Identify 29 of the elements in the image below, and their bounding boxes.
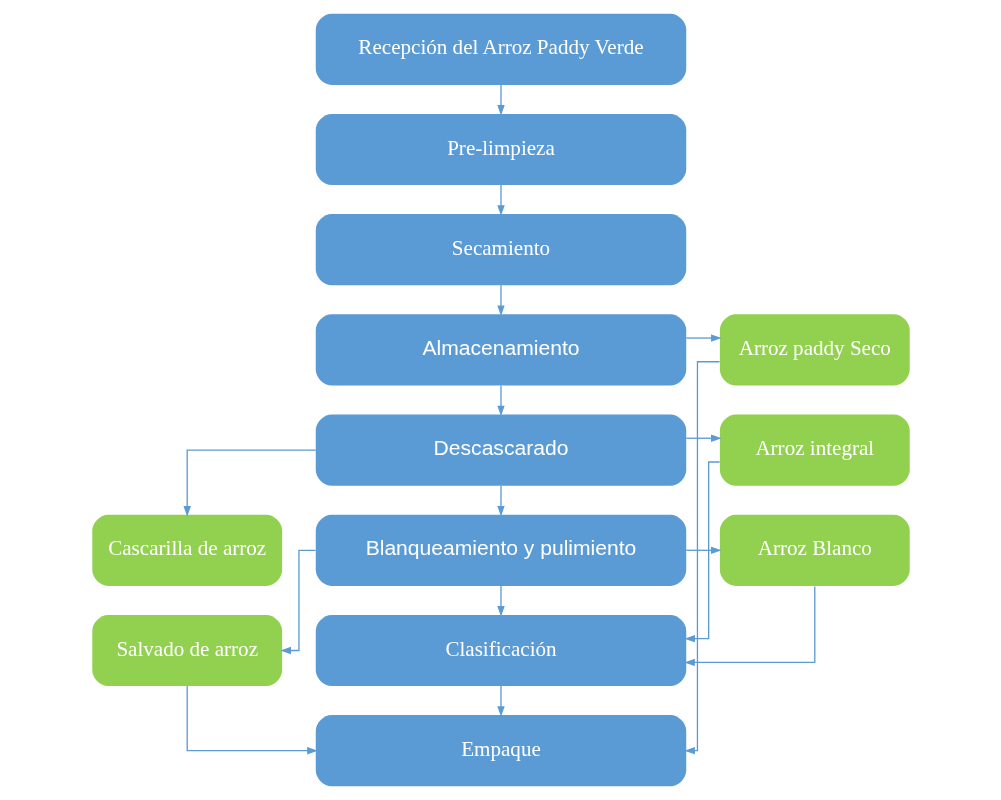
node-box: Recepción del Arroz Paddy Verde	[315, 13, 686, 85]
arrow	[685, 334, 722, 342]
arrow	[683, 361, 720, 755]
arrow	[279, 549, 316, 655]
arrow	[683, 585, 815, 667]
arrow	[685, 546, 722, 554]
node-box: Arroz paddy Seco	[719, 314, 910, 386]
arrow	[496, 384, 505, 417]
arrow	[683, 461, 720, 643]
node-box: Empaque	[315, 715, 686, 787]
node-box: Almacenamiento	[315, 314, 686, 386]
arrow	[685, 434, 722, 442]
node-box: Secamiento	[315, 214, 686, 286]
arrow	[496, 485, 505, 517]
node-box: Arroz Blanco	[719, 514, 910, 586]
node-box: Arroz integral	[719, 414, 910, 486]
node-box: Cascarilla de arroz	[91, 514, 282, 586]
node-box: Pre-limpieza	[315, 113, 686, 186]
arrow	[496, 685, 505, 717]
arrow	[186, 685, 318, 755]
node-box: Clasificación	[315, 614, 686, 687]
arrow	[496, 585, 505, 617]
node-box: Salvado de arroz	[91, 614, 282, 687]
node-box: Blanqueamiento y pulimiento	[315, 514, 686, 586]
arrow	[496, 84, 505, 116]
arrow	[183, 449, 316, 517]
arrow	[496, 184, 505, 216]
arrow	[496, 284, 505, 317]
node-box: Descascarado	[315, 414, 686, 486]
